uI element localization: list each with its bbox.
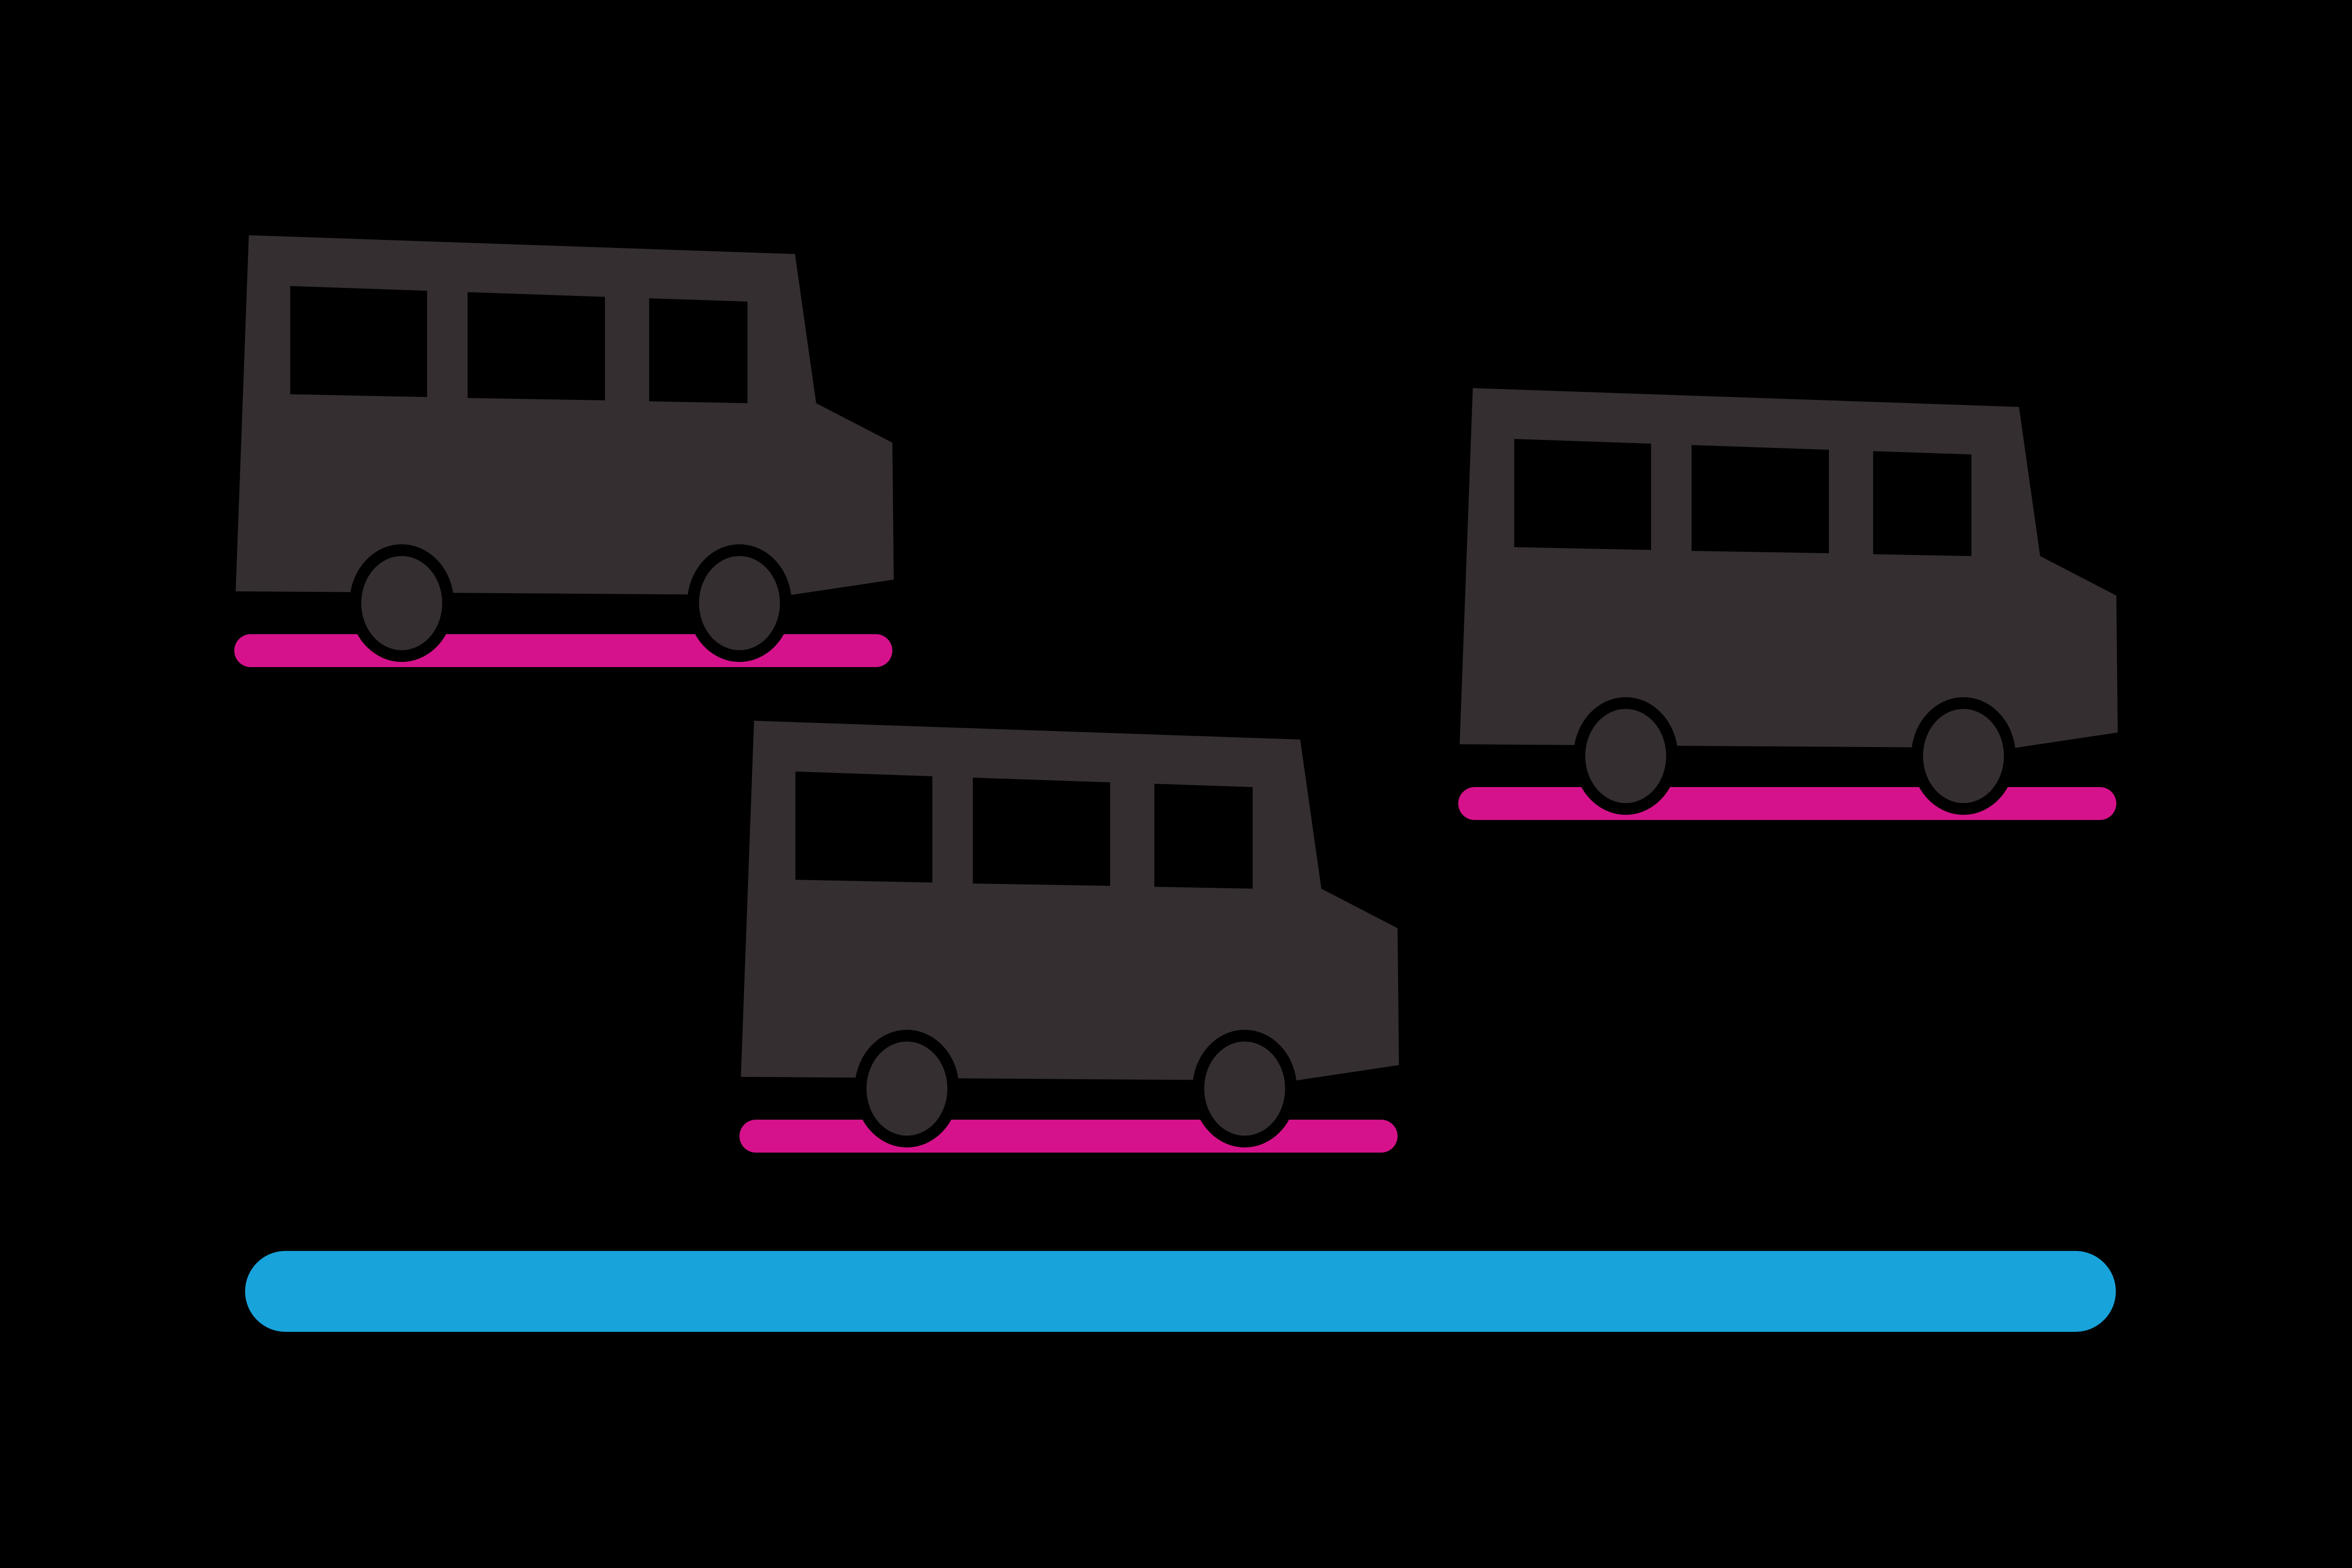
van-top-right [1458, 388, 2118, 820]
van-icon [236, 235, 894, 662]
van-icon [1460, 388, 2118, 815]
van-top-left [234, 235, 894, 667]
van-icon [741, 721, 1399, 1147]
van-middle [739, 721, 1399, 1153]
vans-layer [234, 235, 2118, 1153]
